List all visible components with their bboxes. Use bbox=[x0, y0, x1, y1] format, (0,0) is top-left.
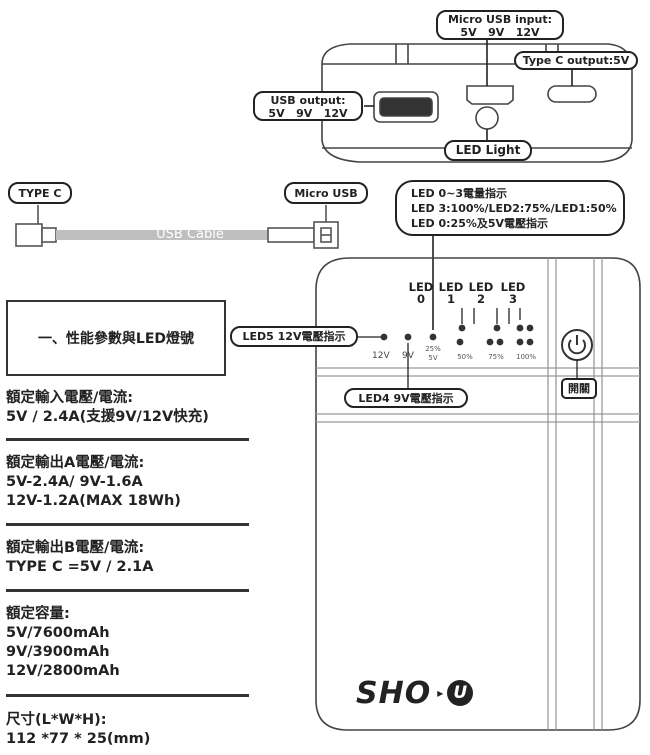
brand-text: SHO bbox=[356, 675, 432, 711]
spec-capacity-title: 額定容量: bbox=[6, 606, 70, 622]
led4-label: LED4 9V電壓指示 bbox=[344, 388, 468, 408]
brand-arrow-icon: ▸ bbox=[437, 686, 444, 700]
led2-header-top: LED bbox=[468, 280, 494, 294]
spec-divider bbox=[6, 523, 249, 526]
led0-header-num: 0 bbox=[416, 292, 425, 306]
section-title-box: 一、性能參數與LED燈號 bbox=[6, 300, 226, 376]
label-100pct: 100% bbox=[515, 353, 536, 361]
label-75pct: 75% bbox=[488, 353, 504, 361]
usb-cable-label: USB Cable bbox=[156, 227, 224, 242]
spec-output-b: 額定輸出B電壓/電流: TYPE C =5V / 2.1A bbox=[6, 539, 252, 577]
label-50pct: 50% bbox=[457, 353, 473, 361]
spec-size: 尺寸(L*W*H): 112 *77 * 25(mm) bbox=[6, 711, 252, 749]
led5-label-text: LED5 12V電壓指示 bbox=[242, 330, 346, 343]
usb-output-title: USB output: bbox=[270, 94, 346, 107]
spec-output-b-line: TYPE C =5V / 2.1A bbox=[6, 559, 154, 575]
brand-mark: U bbox=[447, 680, 474, 706]
micro-usb-text: Micro USB bbox=[294, 187, 358, 200]
led0-header-top: LED bbox=[408, 280, 434, 294]
type-c-output-label: Type C output:5V bbox=[514, 51, 638, 70]
led1-header: LED 1 bbox=[437, 281, 465, 305]
micro-usb-input-label: Micro USB input: 5V 9V 12V bbox=[436, 10, 564, 40]
led1-header-num: 1 bbox=[446, 292, 455, 306]
spec-capacity-line3: 12V/2800mAh bbox=[6, 663, 120, 679]
spec-size-line: 112 *77 * 25(mm) bbox=[6, 731, 151, 747]
power-label-text: 開關 bbox=[568, 382, 590, 395]
led-info-line3: LED 0:25%及5V電壓指示 bbox=[411, 217, 549, 230]
spec-size-title: 尺寸(L*W*H): bbox=[6, 712, 107, 728]
led5-label: LED5 12V電壓指示 bbox=[230, 326, 358, 347]
led-light-label: LED Light bbox=[444, 140, 532, 161]
spec-capacity: 額定容量: 5V/7600mAh 9V/3900mAh 12V/2800mAh bbox=[6, 605, 252, 681]
spec-output-b-title: 額定輸出B電壓/電流: bbox=[6, 540, 145, 556]
led2-header-num: 2 bbox=[476, 292, 485, 306]
power-label: 開關 bbox=[561, 378, 597, 399]
led3-header-num: 3 bbox=[508, 292, 517, 306]
led-info-box: LED 0~3電量指示 LED 3:100%/LED2:75%/LED1:50%… bbox=[395, 180, 625, 236]
spec-divider bbox=[6, 694, 249, 697]
power-button[interactable] bbox=[562, 330, 592, 360]
label-25pct: 25% bbox=[425, 345, 441, 353]
spec-input-line: 5V / 2.4A(支援9V/12V快充) bbox=[6, 409, 209, 425]
led4-label-text: LED4 9V電壓指示 bbox=[358, 392, 454, 405]
usb-output-label: USB output: 5V 9V 12V bbox=[253, 91, 363, 121]
spec-capacity-line2: 9V/3900mAh bbox=[6, 644, 110, 660]
spec-capacity-line1: 5V/7600mAh bbox=[6, 625, 110, 641]
usb-output-values: 5V 9V 12V bbox=[268, 107, 348, 120]
section-title: 一、性能參數與LED燈號 bbox=[37, 331, 195, 347]
spec-output-a-line1: 5V-2.4A/ 9V-1.6A bbox=[6, 474, 143, 490]
micro-usb-label: Micro USB bbox=[284, 182, 368, 204]
spec-input: 額定輸入電壓/電流: 5V / 2.4A(支援9V/12V快充) bbox=[6, 389, 252, 427]
spec-divider bbox=[6, 589, 249, 592]
spec-output-a: 額定輸出A電壓/電流: 5V-2.4A/ 9V-1.6A 12V-1.2A(MA… bbox=[6, 454, 252, 511]
type-c-label: TYPE C bbox=[8, 182, 72, 204]
label-9v: 9V bbox=[402, 351, 414, 361]
led3-header: LED 3 bbox=[499, 281, 527, 305]
micro-usb-input-values: 5V 9V 12V bbox=[460, 26, 540, 39]
led1-header-top: LED bbox=[438, 280, 464, 294]
type-c-text: TYPE C bbox=[18, 187, 62, 200]
led-info-line1: LED 0~3電量指示 bbox=[411, 187, 508, 200]
label-12v: 12V bbox=[372, 351, 390, 361]
type-c-output-text: Type C output:5V bbox=[522, 54, 630, 67]
spec-input-title: 額定輸入電壓/電流: bbox=[6, 390, 134, 406]
spec-output-a-line2: 12V-1.2A(MAX 18Wh) bbox=[6, 493, 181, 509]
led0-header: LED 0 bbox=[407, 281, 435, 305]
brand-logo: SHO ▸ U bbox=[356, 675, 474, 711]
spec-divider bbox=[6, 438, 249, 441]
spec-output-a-title: 額定輸出A電壓/電流: bbox=[6, 455, 145, 471]
led-light-text: LED Light bbox=[455, 143, 521, 157]
led2-header: LED 2 bbox=[467, 281, 495, 305]
led-info-line2: LED 3:100%/LED2:75%/LED1:50% bbox=[411, 202, 617, 215]
led3-header-top: LED bbox=[500, 280, 526, 294]
label-5v: 5V bbox=[428, 354, 438, 362]
micro-usb-input-title: Micro USB input: bbox=[447, 13, 553, 26]
